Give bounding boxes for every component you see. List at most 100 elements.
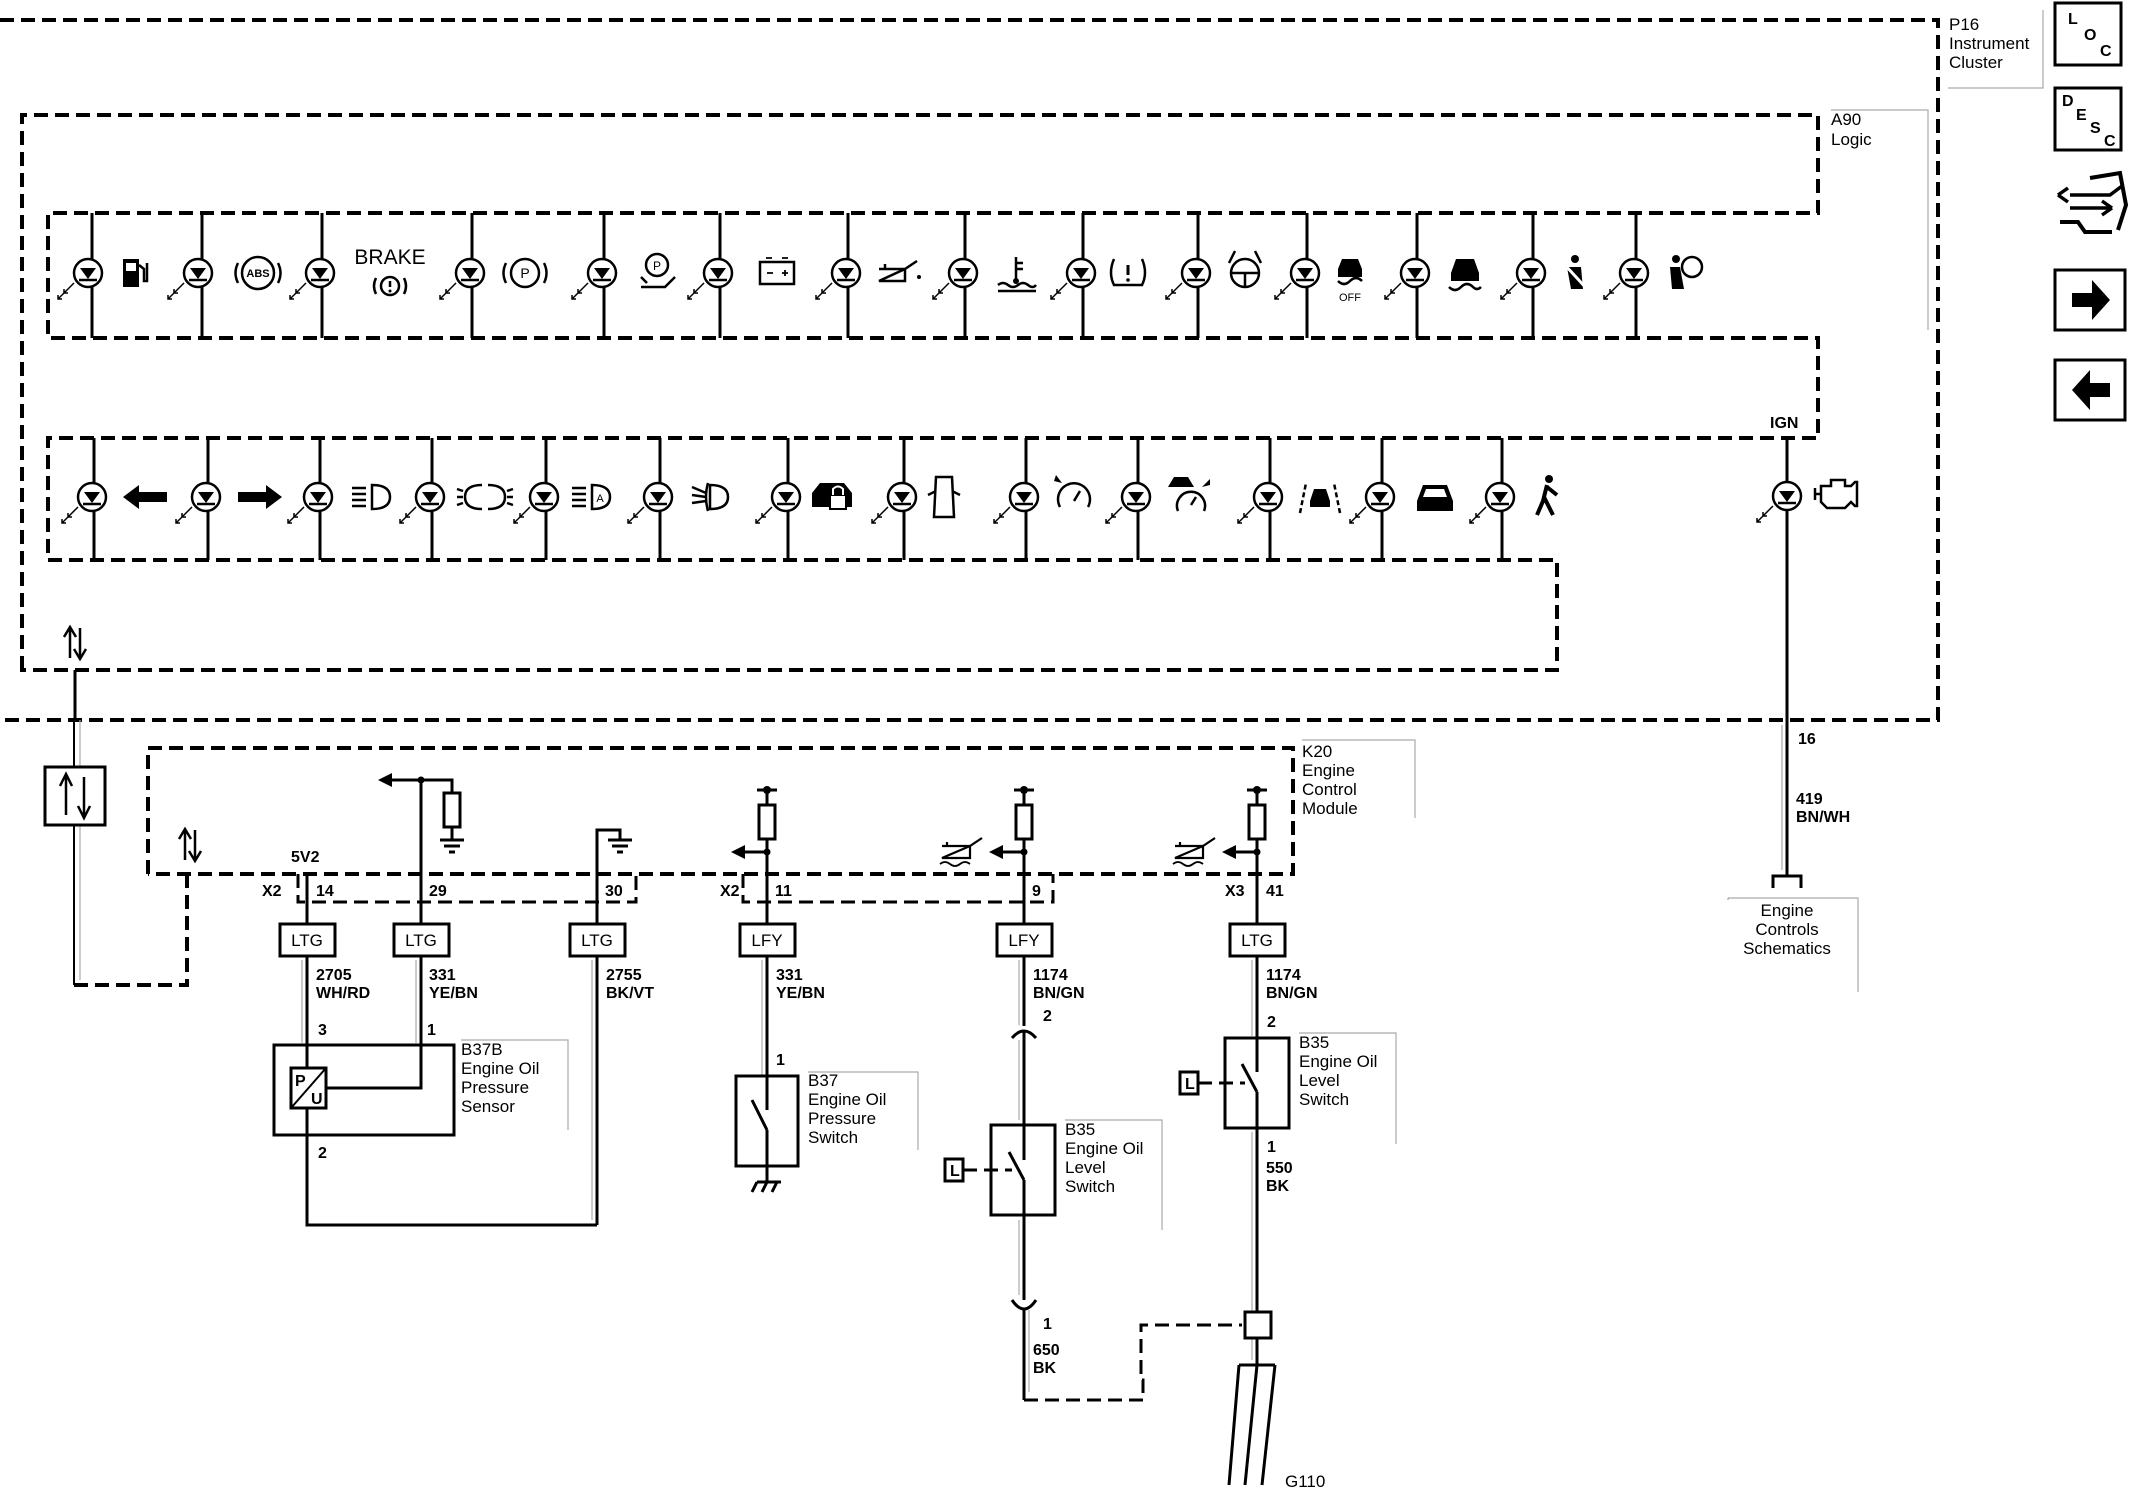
b35a-pin-1: 1 bbox=[1043, 1316, 1052, 1333]
cluster-pin-16: 16 bbox=[1798, 731, 1816, 748]
connector-x2-b: X2 bbox=[720, 883, 740, 900]
check-engine-icon bbox=[1813, 478, 1859, 510]
b37b-p: P bbox=[295, 1073, 306, 1090]
b35b-code: B35 bbox=[1299, 1033, 1329, 1052]
led-icon bbox=[1105, 481, 1152, 524]
pin-29: 29 bbox=[429, 883, 447, 900]
tag-ltg-1: LTG bbox=[291, 931, 323, 950]
b35b-name-3: Switch bbox=[1299, 1090, 1349, 1109]
b37-name-2: Pressure bbox=[808, 1109, 876, 1128]
led-icon bbox=[871, 481, 918, 524]
arrow-left-icon bbox=[2072, 370, 2110, 410]
b35b-name-1: Engine Oil bbox=[1299, 1052, 1377, 1071]
tag-lfy-2: LFY bbox=[1008, 931, 1039, 950]
turn-right-icon bbox=[238, 485, 282, 509]
b37-code: B37 bbox=[808, 1071, 838, 1090]
led-icon bbox=[1050, 257, 1097, 300]
connector-icon bbox=[2056, 170, 2129, 234]
loc-button[interactable]: L O C bbox=[2053, 1, 2123, 67]
led-icon bbox=[287, 481, 334, 524]
b37b-pin-2: 2 bbox=[318, 1145, 327, 1162]
wire-color-ye-bn: YE/BN bbox=[429, 985, 478, 1002]
seatbelt-icon bbox=[1563, 255, 1589, 291]
oil-pressure-icon bbox=[878, 259, 921, 283]
electric-park-brake-service-icon: P bbox=[640, 252, 676, 289]
logic-code: A90 bbox=[1831, 110, 1861, 129]
b37b-name-1: Engine Oil bbox=[461, 1059, 539, 1078]
wire-color-bn-gn-b: BN/GN bbox=[1266, 985, 1318, 1002]
wire-color-bk-b: BK bbox=[1033, 1360, 1057, 1377]
b37b-name-3: Sensor bbox=[461, 1097, 515, 1116]
led-icon bbox=[289, 257, 336, 300]
wire-circuit-1174-b: 1174 bbox=[1266, 967, 1301, 984]
vehicle-ahead-icon bbox=[1417, 485, 1453, 511]
svg-text:P: P bbox=[520, 265, 529, 281]
b35a-name-3: Switch bbox=[1065, 1177, 1115, 1196]
wire-circuit-419: 419 bbox=[1796, 791, 1823, 808]
wire-circuit-331-b: 331 bbox=[776, 967, 803, 984]
b37-pin-1: 1 bbox=[776, 1052, 785, 1069]
pin-14: 14 bbox=[316, 883, 334, 900]
led-icon bbox=[1756, 480, 1803, 523]
led-icon bbox=[571, 257, 618, 300]
cruise-icon bbox=[1054, 475, 1092, 508]
wire-color-ye-bn-b: YE/BN bbox=[776, 985, 825, 1002]
ecm-name-2: Control bbox=[1302, 780, 1357, 799]
b35-oil-level-switch-lfy: 2 L B35 Engine Oil Level Switch 1 bbox=[943, 956, 1242, 1402]
adaptive-cruise-icon bbox=[1168, 477, 1210, 512]
b37b-oil-pressure-sensor: P U 3 1 2 B37B Engine Oil Pressure Senso… bbox=[272, 956, 599, 1227]
data-arrows-icon-ecm bbox=[177, 826, 203, 864]
b37b-pin-1: 1 bbox=[427, 1022, 436, 1039]
led-icon bbox=[1237, 481, 1284, 524]
pin-30: 30 bbox=[605, 883, 623, 900]
tag-ltg-4: LTG bbox=[1241, 931, 1273, 950]
wire-circuit-650: 650 bbox=[1033, 1342, 1060, 1359]
turn-left-icon bbox=[123, 485, 167, 509]
led-icon bbox=[399, 481, 446, 524]
data-link-connector-button[interactable] bbox=[43, 765, 107, 827]
b35a-name-1: Engine Oil bbox=[1065, 1139, 1143, 1158]
led-icon bbox=[755, 481, 802, 524]
led-icon bbox=[1384, 257, 1431, 300]
desc-button[interactable]: D E S C bbox=[2053, 86, 2123, 152]
ign-feed-wire: Engine Controls Schematics bbox=[1727, 720, 1859, 992]
traction-control-icon bbox=[1448, 259, 1482, 292]
ref-name-2: Controls bbox=[1755, 920, 1818, 939]
led-icon bbox=[1603, 257, 1650, 300]
ref-name-1: Engine bbox=[1761, 901, 1814, 920]
airbag-icon bbox=[1670, 255, 1704, 289]
desc-letter-d: D bbox=[2062, 93, 2074, 110]
led-icon bbox=[1165, 257, 1212, 300]
next-page-button[interactable] bbox=[2053, 268, 2127, 332]
instrument-cluster-module: P16 Instrument Cluster bbox=[0, 10, 2044, 722]
tag-ltg-3: LTG bbox=[581, 931, 613, 950]
connector-x2-a: X2 bbox=[262, 883, 282, 900]
b37b-code: B37B bbox=[461, 1040, 503, 1059]
desc-letter-c: C bbox=[2104, 133, 2116, 150]
fog-lamp-icon bbox=[691, 482, 730, 512]
led-icon bbox=[1349, 481, 1396, 524]
coolant-temp-icon bbox=[997, 257, 1037, 293]
wire-circuit-2755: 2755 bbox=[606, 967, 642, 984]
security-icon bbox=[812, 483, 852, 510]
abs-icon: ABS bbox=[234, 255, 282, 291]
check-engine-indicator: IGN bbox=[1756, 415, 1859, 720]
cluster-name-1: Instrument bbox=[1949, 34, 2030, 53]
steering-wheel-icon bbox=[1227, 250, 1263, 289]
tire-pressure-icon bbox=[1109, 258, 1147, 287]
b35a-pin-2: 2 bbox=[1043, 1008, 1052, 1025]
connector-view-button[interactable] bbox=[2056, 170, 2129, 234]
oil-level-icon-ecm bbox=[939, 837, 983, 867]
tag-ltg-2: LTG bbox=[405, 931, 437, 950]
oil-level-icon-ecm-2 bbox=[1172, 837, 1216, 867]
connector-x3: X3 bbox=[1225, 883, 1245, 900]
b35b-level: L bbox=[1185, 1076, 1195, 1093]
prev-page-button[interactable] bbox=[2053, 358, 2127, 422]
b37-name-1: Engine Oil bbox=[808, 1090, 886, 1109]
pedestrian-icon bbox=[1535, 475, 1559, 516]
b37b-u: U bbox=[311, 1091, 323, 1108]
loc-letter-o: O bbox=[2084, 27, 2096, 44]
lane-departure-icon bbox=[1298, 482, 1342, 514]
high-beam-icon bbox=[352, 483, 392, 511]
door-ajar-icon bbox=[927, 475, 961, 519]
